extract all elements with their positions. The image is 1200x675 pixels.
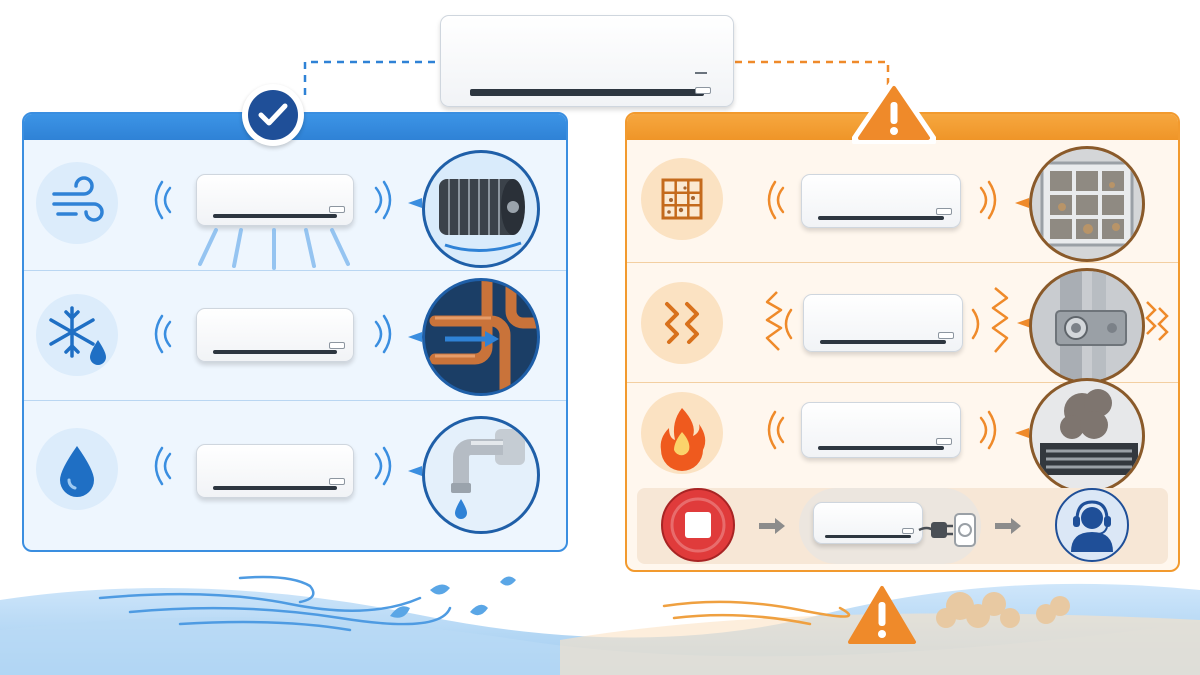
sound-waves-right [374,180,392,220]
warning-icon [852,80,936,144]
vibration-icon-circle [641,282,723,364]
warning-badge [852,80,936,144]
warning-signs-panel [625,112,1180,572]
check-badge [242,84,304,146]
sound-waves-right [374,446,392,486]
filter-icon-circle [641,158,723,240]
connector-lines [303,60,890,95]
pointer-arrow [408,198,422,208]
water-drop-icon-circle [36,428,118,510]
warning-row-vibration [627,264,1178,384]
fire-icon-circle [641,392,723,474]
detail-circle [422,278,540,396]
dirty-filter-icon [661,178,703,220]
vibration-icon [665,302,699,344]
ac-unit [803,294,963,352]
warning-row-burning-smell [627,378,1178,494]
ac-unit [196,308,354,362]
normal-row-cooling [24,272,566,401]
detail-circle [1029,268,1145,384]
fire-icon [660,408,706,471]
sound-waves-left [154,180,172,220]
normal-row-airflow [24,140,566,271]
checkmark-icon [248,90,298,140]
water-drop-icon [60,446,94,497]
snowflake-icon-circle [36,294,118,376]
detail-circle [422,150,540,268]
pointer-arrow [408,332,422,342]
airflow-lines [198,228,350,270]
sound-waves-right [979,410,997,450]
smoking-vent-icon [1040,389,1138,475]
action-steps-row [637,488,1168,564]
step-arrow-icon [759,518,785,534]
ac-unit [801,402,961,458]
sound-waves-left [784,308,793,340]
pointer-arrow [1015,198,1029,208]
snowflake-droplet-icon [49,306,106,365]
warning-smoke-icon [662,586,1070,644]
detail-circle [1029,146,1145,262]
wind-icon [52,176,104,222]
detail-circle [422,416,540,534]
pointer-arrow [408,466,422,476]
ac-unit [196,444,354,498]
normal-row-drainage [24,402,566,550]
stop-icon [670,497,726,553]
wind-icon-circle [36,162,118,244]
ac-unit [813,502,923,544]
ac-unit [196,174,354,226]
detail-circle [1029,378,1145,494]
stop-button[interactable] [661,488,735,562]
unplug-icon [918,513,976,547]
unplug-step [799,488,981,564]
sound-waves-left [154,446,172,486]
call-support-button[interactable] [1055,488,1129,562]
loose-bolt-icon [1055,271,1127,381]
clogged-filter-icon [1040,161,1134,247]
sound-waves-left [767,410,785,450]
sound-waves-right [971,308,980,340]
normal-operation-panel [22,112,568,552]
step-arrow-icon [995,518,1021,534]
drain-pipe-icon [451,429,525,519]
zigzag-left [765,291,783,351]
top-ac-unit [440,15,734,107]
support-agent-icon [1071,500,1113,552]
pointer-arrow [1017,318,1031,328]
sound-waves-left [767,180,785,220]
breeze-leaves-icon [98,575,516,632]
pointer-arrow [1015,428,1029,438]
rattle-waves [1145,301,1169,341]
copper-pipes-icon [429,281,537,393]
sound-waves-right [979,180,997,220]
ac-unit [801,174,961,228]
sound-waves-left [154,314,172,354]
indicator-dots [695,72,707,74]
sound-waves-right [374,314,392,354]
blower-fan-icon [439,179,525,253]
zigzag-right [991,287,1009,353]
warning-row-dirty-filter [627,140,1178,263]
